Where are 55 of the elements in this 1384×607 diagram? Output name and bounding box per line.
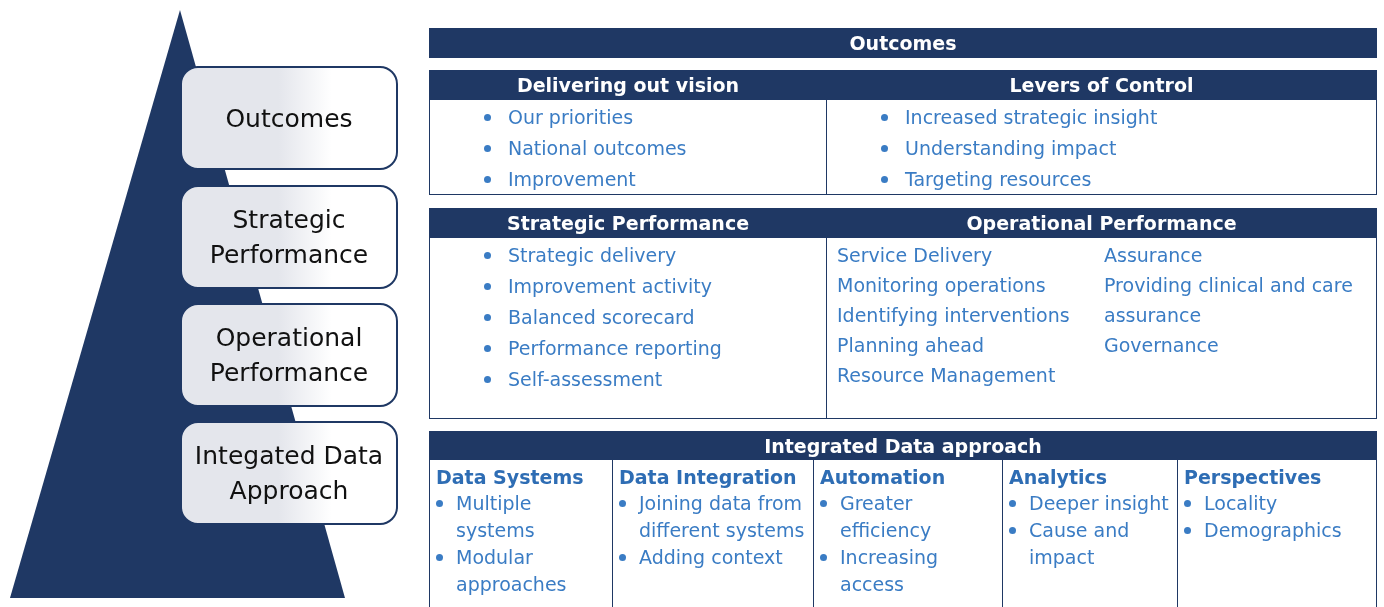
level-box	[180, 185, 398, 289]
text-line: Service Delivery	[837, 243, 994, 268]
text-line: Planning ahead	[837, 333, 985, 358]
bullet-item: National outcomes	[482, 133, 826, 164]
panel-heading: Strategic Performance	[430, 209, 826, 238]
column-heading: Perspectives	[1184, 465, 1323, 490]
column-heading: Data Integration	[619, 465, 798, 490]
header-band	[429, 28, 1377, 58]
table-panel	[826, 70, 1377, 195]
bullet-item: Understanding impact	[879, 133, 1376, 164]
level-box	[180, 66, 398, 170]
bullet-item: Our priorities	[482, 102, 826, 133]
bullet-item: Performance reporting	[482, 333, 826, 364]
bullet-item: Increased strategic insight	[879, 102, 1376, 133]
text-line: Governance	[1104, 333, 1220, 358]
text-line: Providing clinical and care assurance	[1104, 273, 1354, 328]
column-heading: Automation	[820, 465, 947, 490]
bullet-item: Self-assessment	[482, 364, 826, 395]
text-line: Resource Management	[837, 363, 1057, 388]
bullet-item: Adding context	[619, 544, 807, 571]
level-box	[180, 303, 398, 407]
bullet-item: Multiple systems	[436, 490, 606, 544]
panel-heading: Levers of Control	[827, 71, 1376, 100]
table-column	[1177, 460, 1377, 607]
band-title: Outcomes	[849, 32, 957, 54]
level-label: Strategic Performance	[208, 204, 370, 271]
bullet-item: Improvement	[482, 164, 826, 195]
level-box	[180, 421, 398, 525]
bullet-item: Increasing access	[820, 544, 996, 598]
header-band	[429, 431, 1377, 460]
level-label: Integated Data Approach	[193, 440, 385, 507]
panel-heading: Operational Performance	[827, 209, 1376, 238]
bullet-item: Joining data from different systems	[619, 490, 807, 544]
bullet-item: Deeper insight	[1009, 490, 1171, 517]
table-panel	[826, 208, 1377, 419]
bullet-item: Modular approaches	[436, 544, 606, 598]
text-line: Assurance	[1104, 243, 1204, 268]
bullet-item: Demographics	[1184, 517, 1370, 544]
bullet-item: Improvement activity	[482, 271, 826, 302]
text-line: Monitoring operations	[837, 273, 1047, 298]
level-label: Operational Performance	[208, 322, 370, 389]
table-panel	[429, 70, 827, 195]
panel-heading: Delivering out vision	[430, 71, 826, 100]
bullet-item: Targeting resources	[879, 164, 1376, 195]
bullet-item: Greater efficiency	[820, 490, 996, 544]
level-label: Outcomes	[224, 102, 354, 135]
bullet-item: Cause and impact	[1009, 517, 1171, 571]
band-title: Integrated Data approach	[764, 434, 1042, 457]
table-panel	[429, 208, 827, 419]
text-line: Identifying interventions	[837, 303, 1071, 328]
bullet-item: Strategic delivery	[482, 240, 826, 271]
bullet-item: Balanced scorecard	[482, 302, 826, 333]
column-heading: Analytics	[1009, 465, 1109, 490]
column-heading: Data Systems	[436, 465, 585, 490]
bullet-item: Locality	[1184, 490, 1370, 517]
